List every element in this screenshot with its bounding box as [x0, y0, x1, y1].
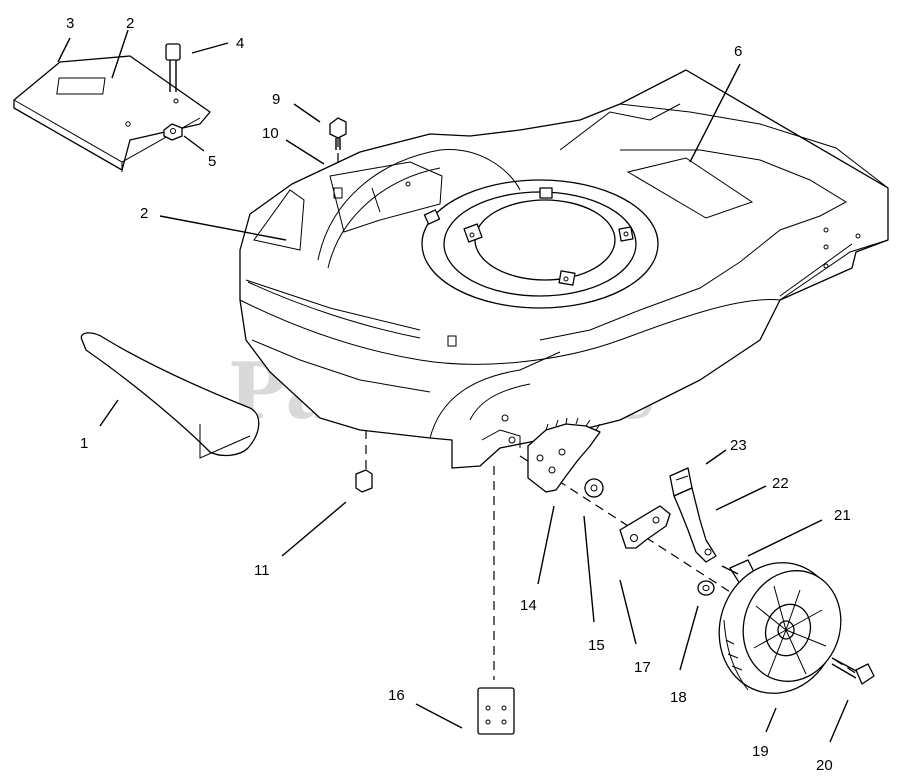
callout-23: 23: [730, 437, 747, 454]
callout-11: 11: [254, 562, 270, 579]
part-18-washer: [697, 580, 715, 596]
part-9-screw: [329, 117, 347, 150]
part-4-bolt: [165, 43, 181, 92]
mower-deck: [239, 69, 889, 469]
callout-21: 21: [834, 507, 851, 524]
callout-18: 18: [670, 689, 687, 706]
callout-2-deck: 2: [140, 205, 148, 222]
part-5-nut: [163, 123, 183, 141]
part-1-bumper: [80, 332, 260, 459]
part-3-rear-cover: [13, 55, 211, 172]
callout-5: 5: [208, 153, 216, 170]
part-19-wheel: [718, 562, 842, 694]
part-20-axle-bolt: [831, 657, 875, 685]
part-15-spacer: [584, 478, 604, 498]
callout-22: 22: [772, 475, 789, 492]
callout-1: 1: [80, 435, 88, 452]
leader-lines: [57, 29, 849, 743]
callout-3: 3: [66, 15, 74, 32]
callout-4: 4: [236, 35, 244, 52]
callout-17: 17: [634, 659, 651, 676]
callout-2-cover: 2: [126, 15, 134, 32]
part-14-height-adjuster: [527, 417, 601, 493]
callout-labels: 3 2 4 5 9 10 6 2 1 11 23 22 21 14 15 17 …: [66, 15, 851, 774]
callout-15: 15: [588, 637, 605, 654]
part-17-axle-bracket: [619, 505, 671, 549]
callout-19: 19: [752, 743, 769, 760]
callout-16: 16: [388, 687, 405, 704]
callout-10: 10: [262, 125, 279, 142]
callout-9: 9: [272, 91, 280, 108]
part-22-height-lever: [673, 487, 717, 563]
callout-20: 20: [816, 757, 833, 774]
part-16-plate: [477, 687, 515, 735]
part-11-clip: [355, 469, 373, 493]
callout-14: 14: [520, 597, 537, 614]
callout-6: 6: [734, 43, 742, 60]
